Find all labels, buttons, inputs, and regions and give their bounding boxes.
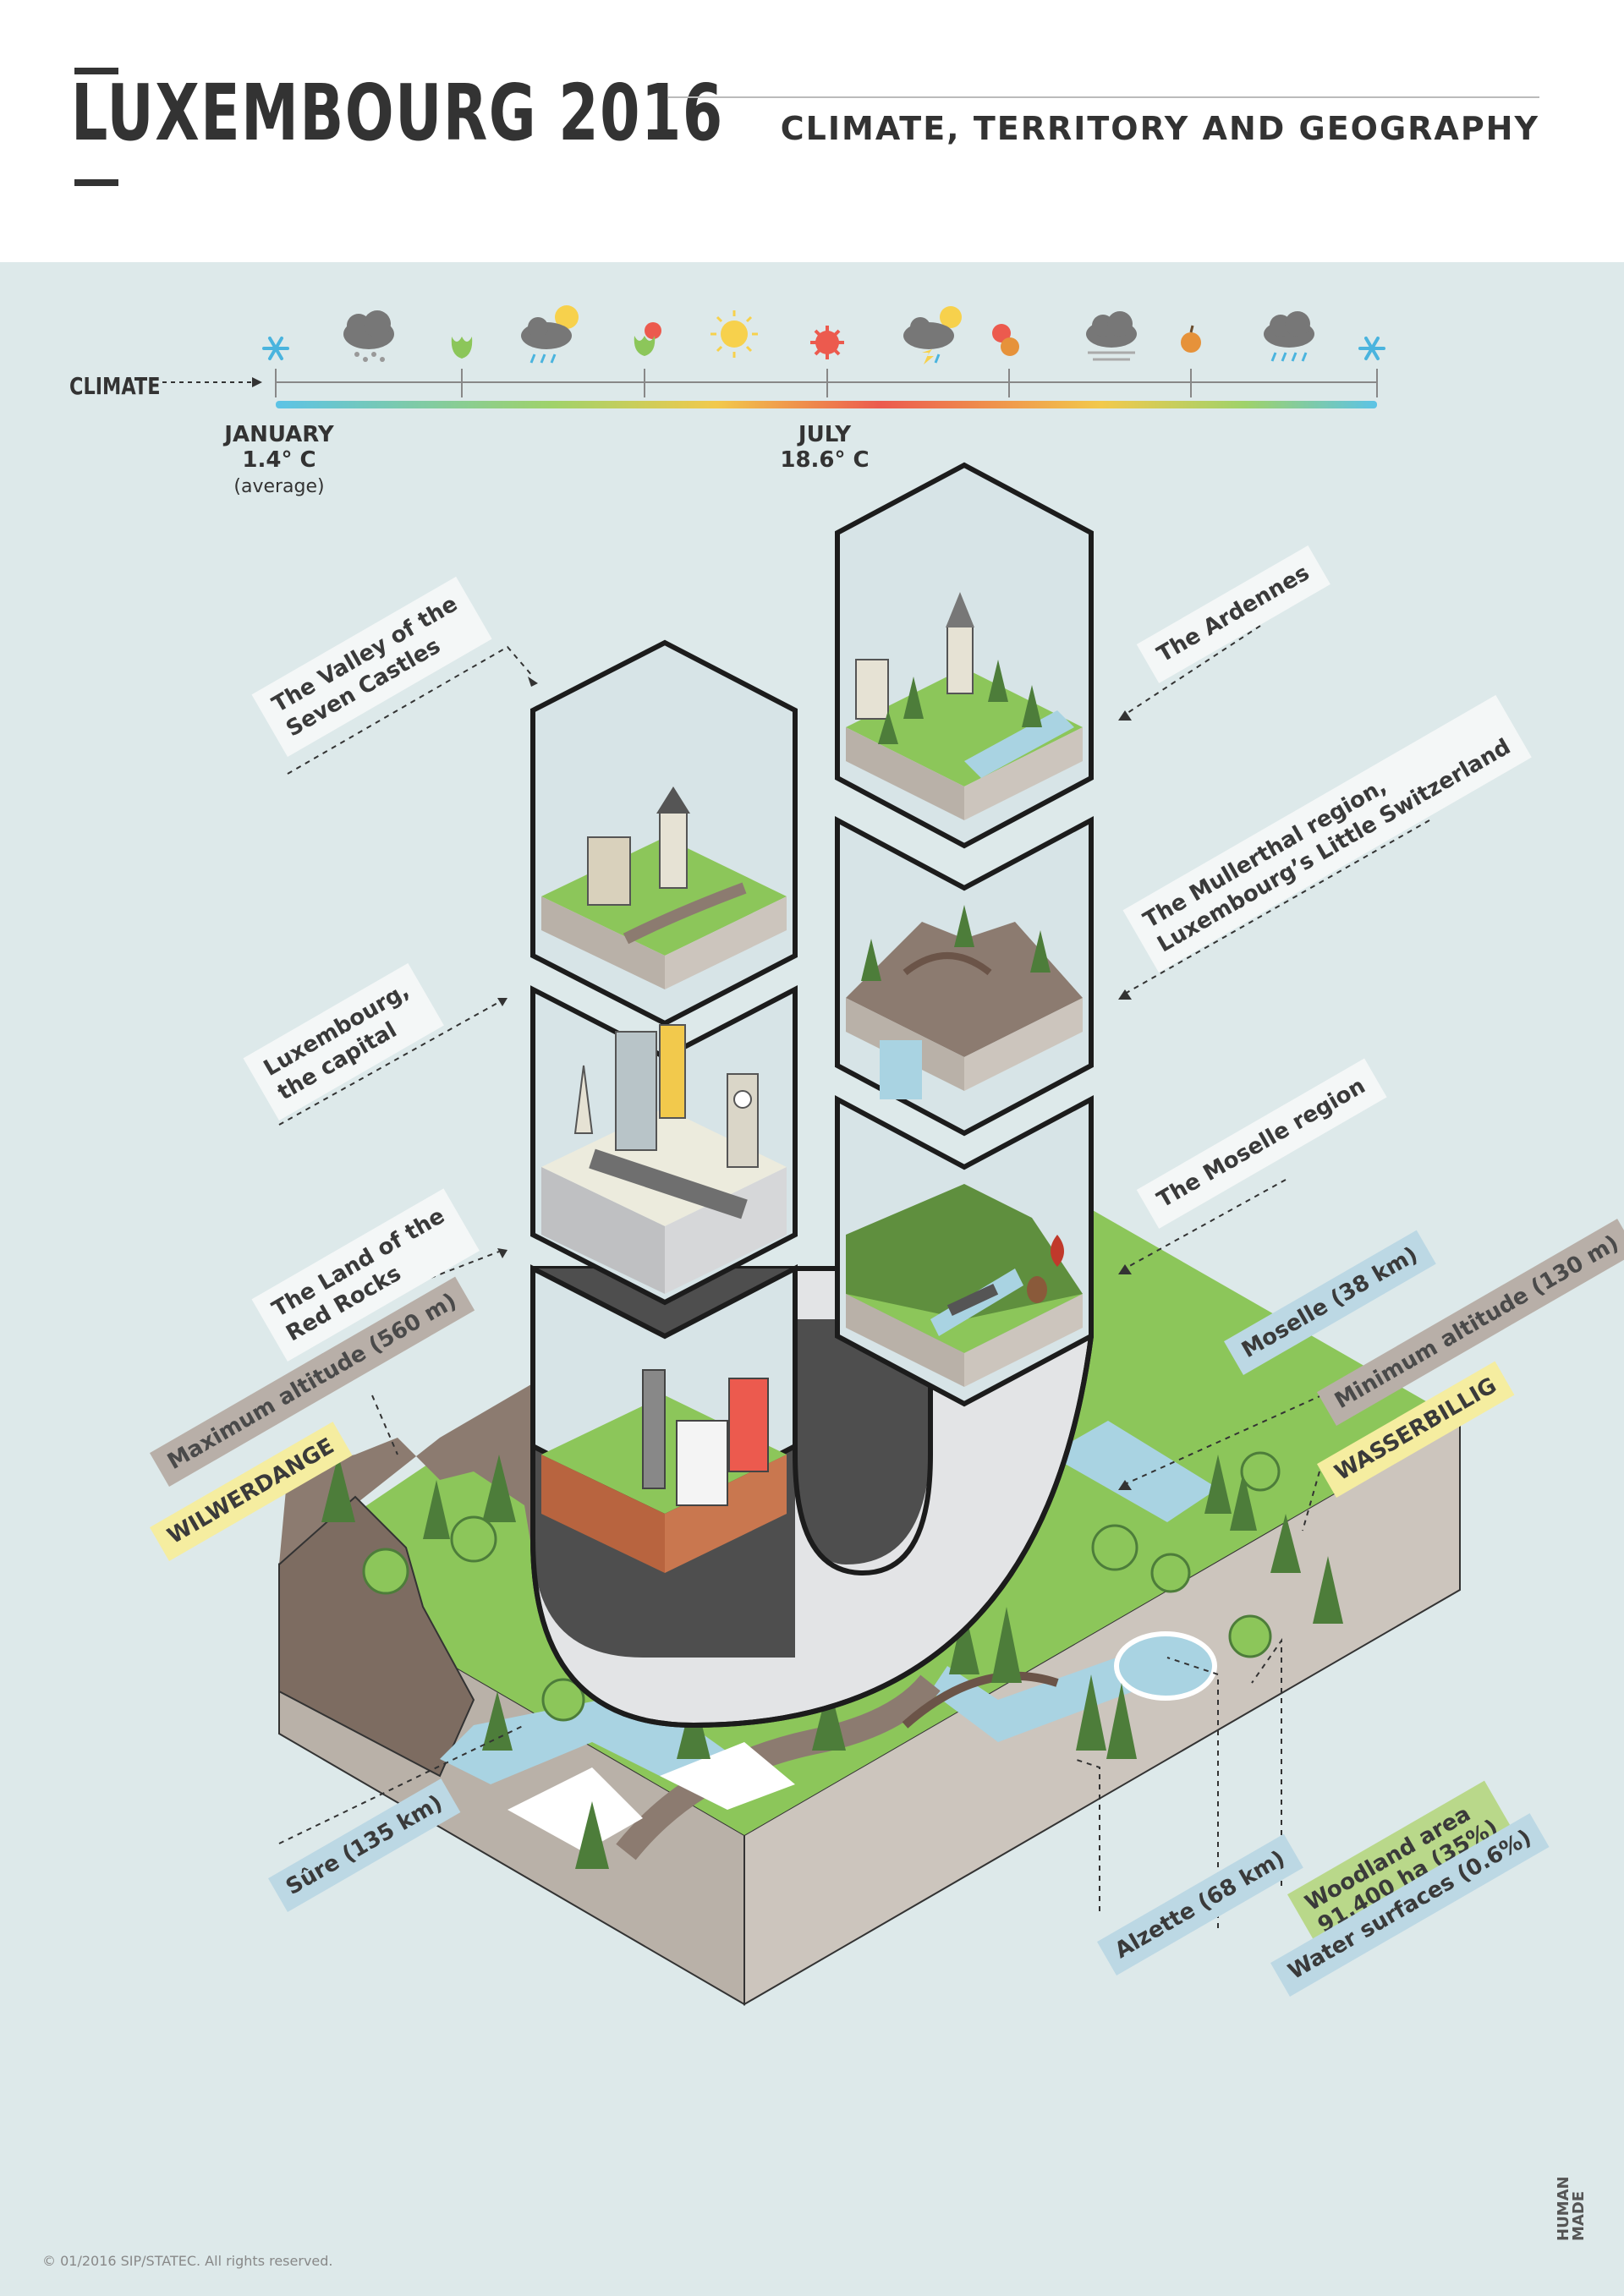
wine-barrel: [1027, 1276, 1047, 1303]
capital-box: [530, 985, 798, 1306]
climate-timeline: [162, 369, 1378, 408]
sun-icon: [710, 310, 758, 358]
logo-accent-bottom: [74, 179, 118, 186]
yellow-building: [659, 1024, 686, 1119]
mullerthal-bridge: [903, 952, 992, 976]
july-month: JULY: [798, 422, 852, 447]
valley-box: [530, 639, 798, 1027]
ardennes-box: [835, 462, 1094, 849]
clock-tower: [727, 1073, 759, 1168]
fog-cloud-icon: [1086, 311, 1137, 361]
copyright: © 01/2016 SIP/STATEC. All rights reserve…: [42, 2253, 333, 2269]
header-divider: [668, 96, 1539, 98]
logo-accent-top: [74, 68, 118, 74]
wine-glass: [1051, 1235, 1064, 1267]
church: [946, 625, 974, 694]
right-column: [835, 462, 1094, 1407]
factory: [676, 1420, 728, 1506]
sun-rain-cloud-icon: [521, 305, 579, 364]
snowflake-icon: [262, 337, 289, 360]
january-temp: 1.4° C: [242, 447, 316, 473]
office-tower: [615, 1031, 657, 1151]
thunder-cloud-icon: [903, 306, 962, 364]
climate-label: CLIMATE: [69, 372, 161, 400]
maker-logo: HUMAN MADE: [1555, 2176, 1588, 2241]
hot-sun-icon: [810, 326, 844, 359]
header: LUXEMBOURG 2016 CLIMATE, TERRITORY AND G…: [0, 0, 1624, 262]
ardennes-tower: [855, 659, 889, 720]
page-subtitle: CLIMATE, TERRITORY AND GEOGRAPHY: [780, 110, 1539, 147]
red-rocks-box: [530, 1264, 798, 1573]
mullerthal-box: [835, 816, 1094, 1137]
leader-lines: [278, 625, 1430, 1928]
snowflake-icon: [1358, 337, 1385, 360]
castle-ruin: [587, 836, 631, 906]
january-month: JANUARY: [224, 422, 334, 447]
left-column: [530, 639, 798, 1573]
rain-cloud-icon: [1264, 311, 1314, 362]
leader-arrowheads: [497, 677, 1132, 1490]
july-temp: 18.6° C: [780, 447, 870, 473]
logo-title: LUXEMBOURG 2016: [71, 68, 724, 158]
climate-icons: [262, 305, 1385, 364]
castle-tower: [659, 811, 688, 889]
snow-cloud-icon: [343, 310, 394, 362]
waterfall: [880, 1040, 922, 1099]
sprout-flower-icon: [634, 322, 661, 356]
trees: [321, 1451, 1343, 1869]
july-label: JULY 18.6° C: [780, 422, 870, 474]
mine-tower: [642, 1369, 666, 1489]
january-label: JANUARY 1.4° C (average): [224, 422, 334, 499]
red-silo: [728, 1378, 769, 1472]
monument: [573, 1065, 594, 1134]
sprout-icon: [451, 337, 473, 359]
moselle-box: [835, 1095, 1094, 1407]
barge: [946, 1283, 999, 1317]
leaf-apple-icon: [992, 324, 1019, 356]
january-note: (average): [233, 475, 325, 497]
apple-icon: [1181, 325, 1201, 353]
